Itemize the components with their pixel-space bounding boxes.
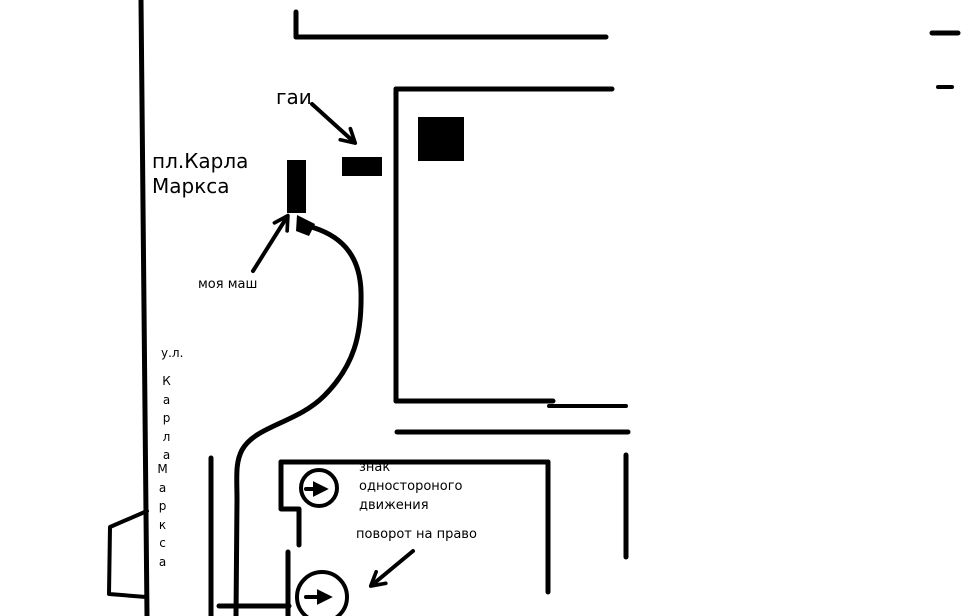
one-way-sign-label: знак одностороного движения [359,460,463,513]
turn-right-arrow [368,549,415,588]
block-left-notch [278,459,302,548]
my-car-arrow [251,213,290,273]
turn-right-label: поворот на право [356,527,477,542]
my-car-blob [296,215,315,236]
car-route-path [233,223,364,616]
gai-post-rect [342,157,382,176]
black-square-building [418,117,464,161]
gai-label: гаи [276,85,312,109]
bottom-sign-circle [295,570,349,616]
karl-marx-square-label: пл.Карла Маркса [152,149,249,198]
my-car-label: моя маш [198,277,258,292]
street-name-vertical-2: Маркса [157,462,168,569]
one-way-sign-circle [299,468,339,508]
street-prefix-label: у.л. [161,346,184,360]
left-road-line [138,0,150,616]
tall-building-rect [287,160,306,213]
street-name-vertical-1: Карла [162,374,171,463]
driveway-shape [107,509,149,599]
gai-arrow [310,102,358,145]
